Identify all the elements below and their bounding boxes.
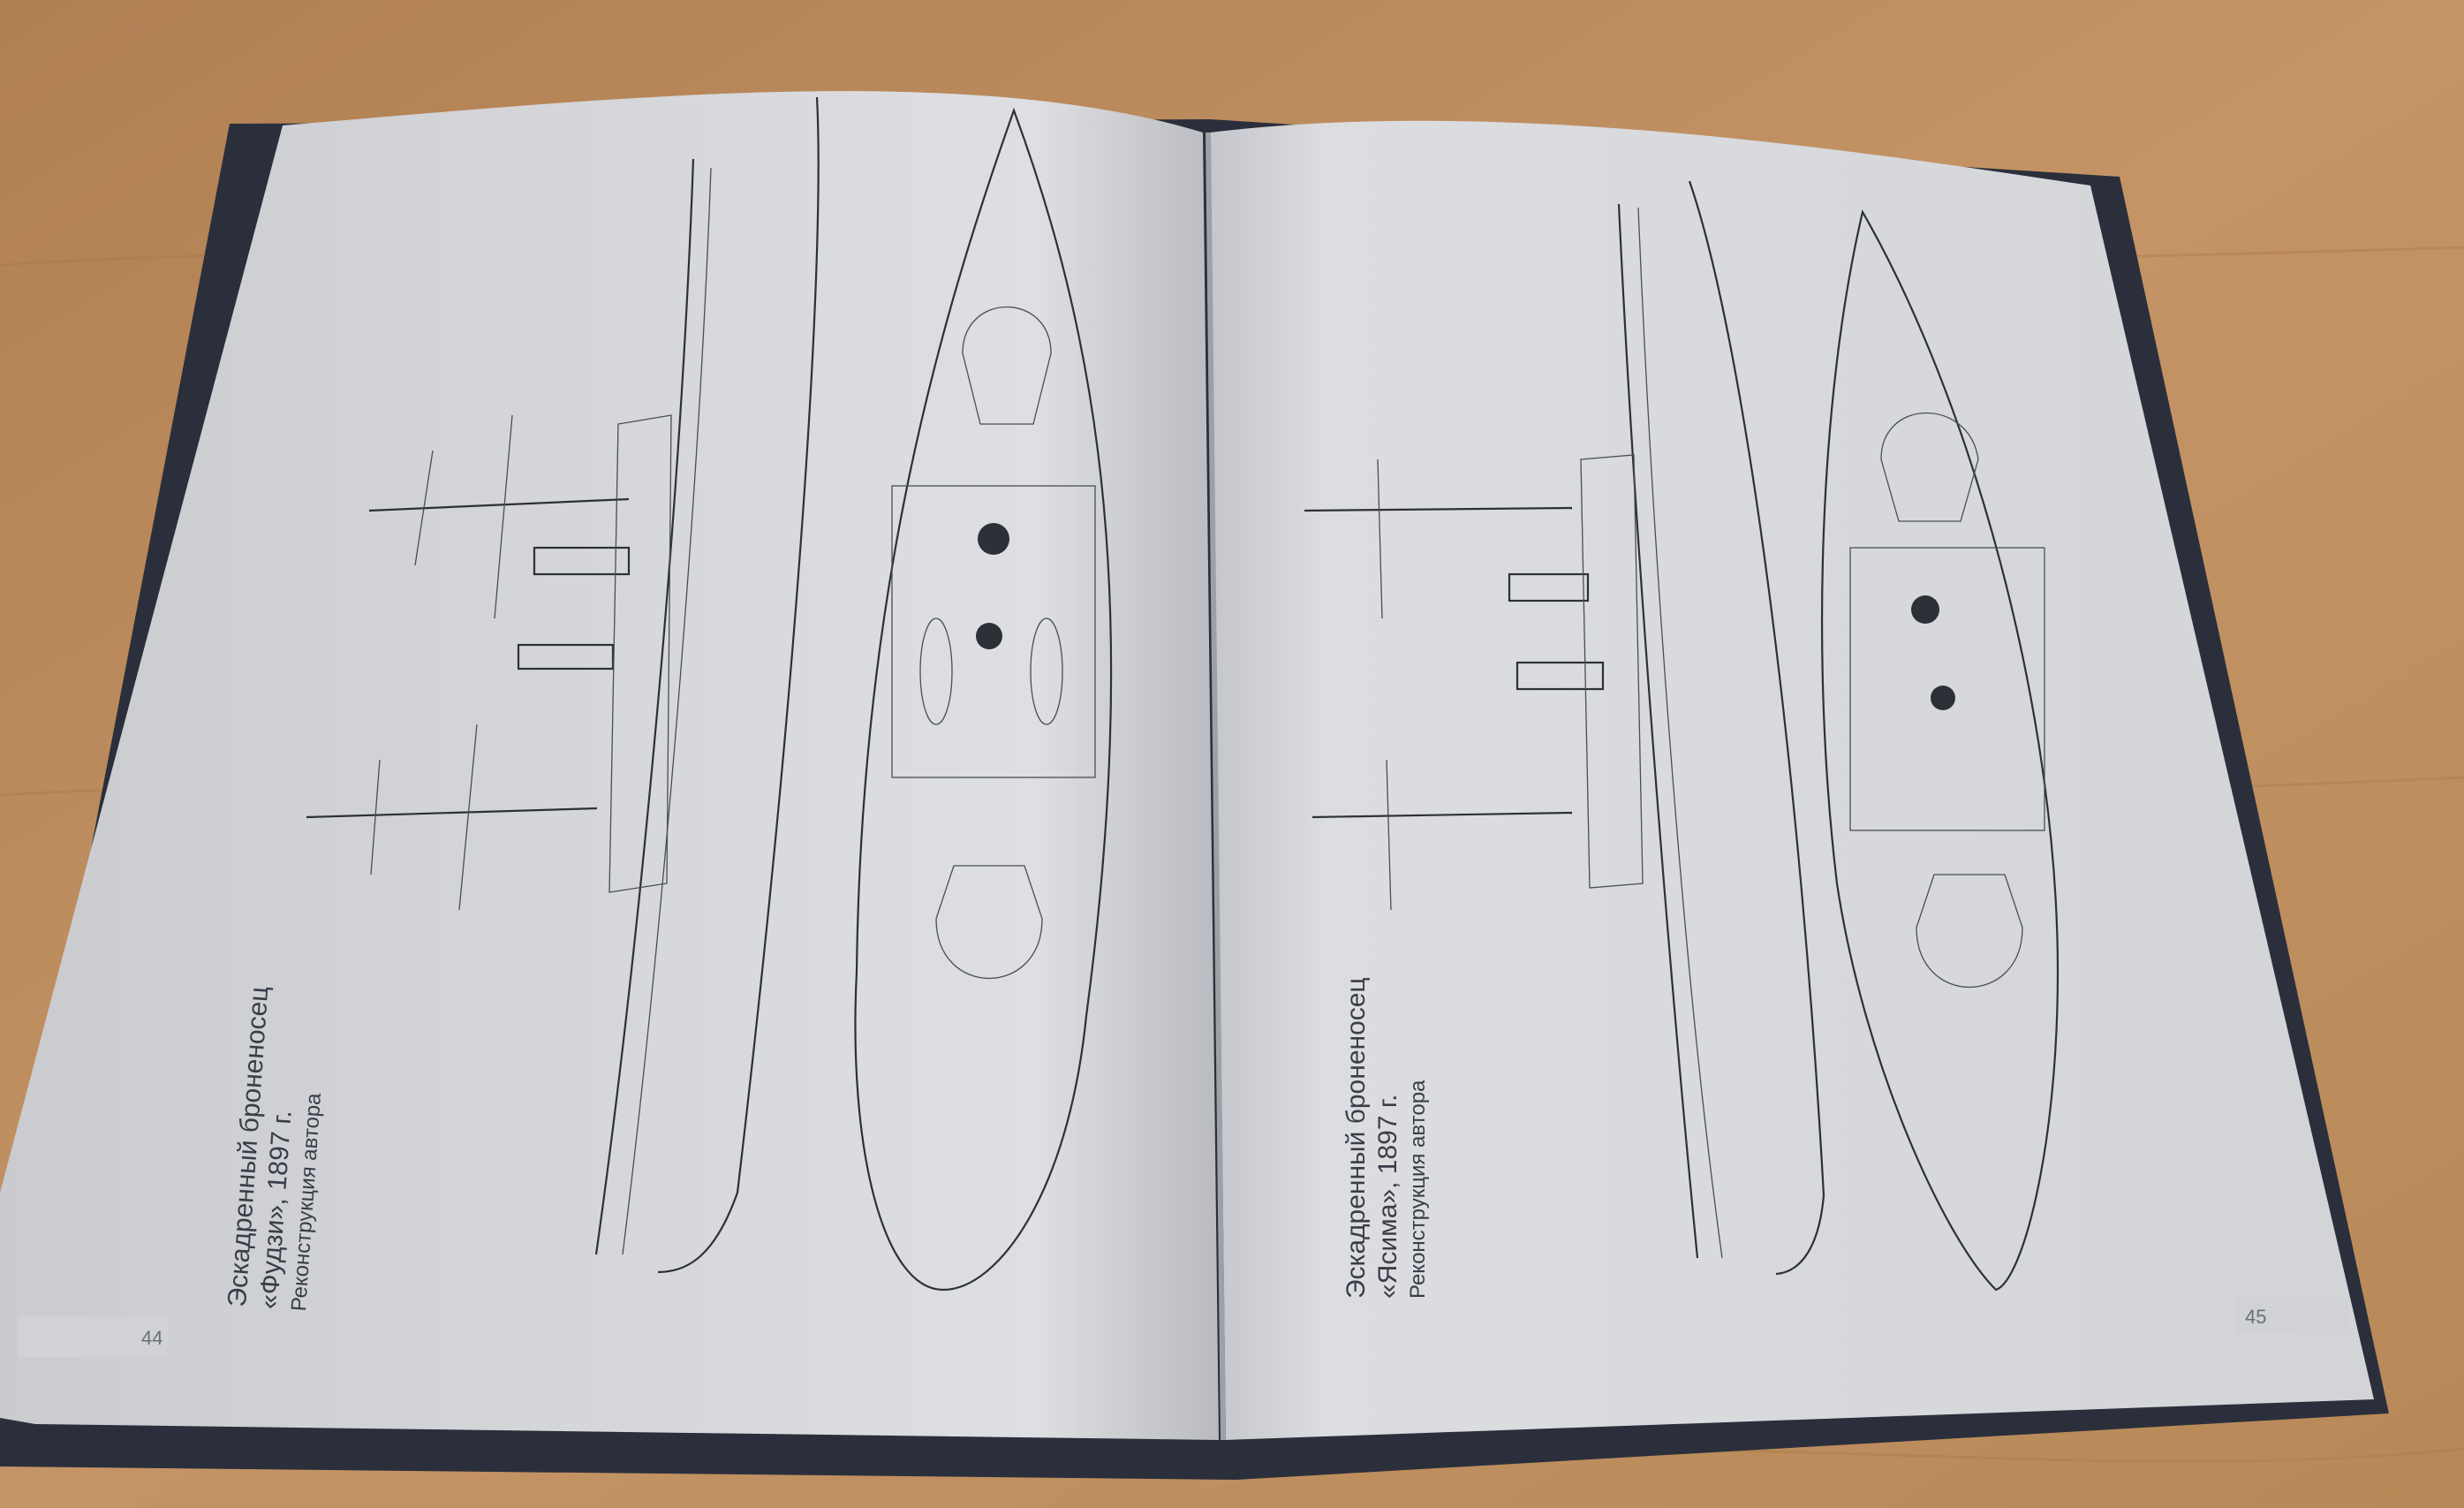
funnel-top xyxy=(978,523,1009,555)
ship-plan-fuji xyxy=(854,107,1113,1292)
funnel-top xyxy=(1911,595,1939,624)
funnel-top xyxy=(1931,686,1955,710)
ship-profile-fuji xyxy=(306,96,820,1274)
ship-plan-yashima xyxy=(1821,209,2060,1292)
ship-profile-yashima xyxy=(1304,180,1825,1276)
caption-ship-name: «Ясима», 1897 г. xyxy=(1373,1095,1402,1299)
page-number-right: 45 xyxy=(2245,1306,2266,1328)
page-number-left: 44 xyxy=(141,1327,163,1349)
caption-credit: Реконструкция автора xyxy=(1406,1080,1430,1299)
right-caption: Эскадренный броненосец «Ясима», 1897 г. … xyxy=(1342,977,1430,1299)
left-page xyxy=(0,91,1219,1441)
funnel-top xyxy=(976,623,1002,649)
caption-title: Эскадренный броненосец xyxy=(1342,977,1371,1299)
book-gutter xyxy=(1206,132,1226,1441)
